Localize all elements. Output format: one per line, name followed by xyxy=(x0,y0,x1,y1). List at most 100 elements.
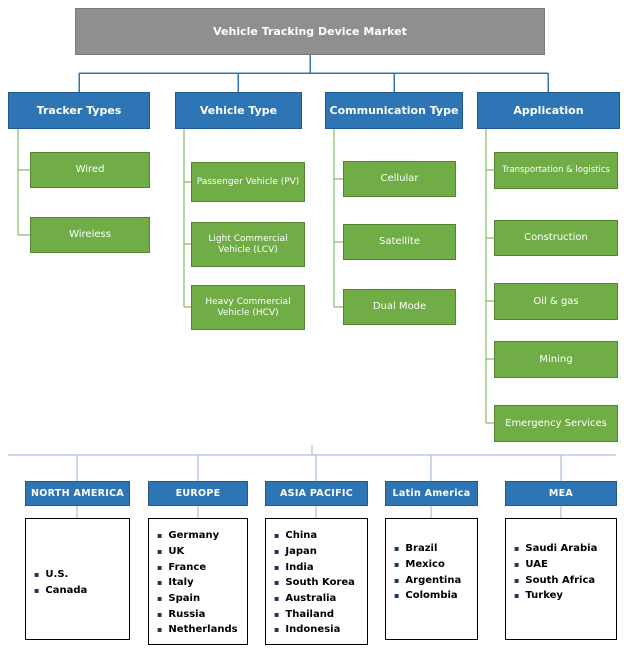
segment-item-passenger-vehicle: Passenger Vehicle (PV) xyxy=(191,162,305,202)
country-label: Canada xyxy=(45,585,88,597)
segment-item-transportation-logistics: Transportation & logistics xyxy=(494,152,618,189)
country-item: ▪ Australia xyxy=(266,591,367,607)
bullet-icon: ▪ xyxy=(34,570,40,580)
country-item: ▪ Colombia xyxy=(386,588,477,604)
segment-item-cellular: Cellular xyxy=(343,161,456,197)
country-item: ▪ Saudi Arabia xyxy=(506,541,616,557)
segment-item-oil-gas: Oil & gas xyxy=(494,283,618,320)
region-bracket-connectors xyxy=(8,445,616,518)
country-label: Turkey xyxy=(525,590,563,602)
country-label: Brazil xyxy=(405,543,438,555)
country-label: Australia xyxy=(285,593,337,605)
country-label: Italy xyxy=(168,577,194,589)
bullet-icon: ▪ xyxy=(394,544,400,554)
bullet-icon: ▪ xyxy=(157,594,163,604)
bullet-icon: ▪ xyxy=(514,544,520,554)
bullet-icon: ▪ xyxy=(157,562,163,572)
region-countries-north-america: ▪ U.S. ▪ Canada xyxy=(25,518,130,640)
country-item: ▪ Germany xyxy=(149,528,247,544)
country-item: ▪ UK xyxy=(149,544,247,560)
segment-header-tracker-types: Tracker Types xyxy=(8,92,150,129)
country-label: Japan xyxy=(285,546,317,558)
country-label: Colombia xyxy=(405,590,458,602)
country-label: South Korea xyxy=(285,577,355,589)
segment-item-dual-mode: Dual Mode xyxy=(343,289,456,325)
country-label: Spain xyxy=(168,593,201,605)
country-label: Argentina xyxy=(405,574,462,586)
country-item: ▪ Turkey xyxy=(506,588,616,604)
region-header-europe: EUROPE xyxy=(148,481,248,506)
bullet-icon: ▪ xyxy=(274,594,280,604)
bullet-icon: ▪ xyxy=(34,586,40,596)
bullet-icon: ▪ xyxy=(157,578,163,588)
root-tree-connectors xyxy=(78,55,549,92)
bullet-icon: ▪ xyxy=(514,591,520,601)
segment-item-emergency-services: Emergency Services xyxy=(494,405,618,442)
bullet-icon: ▪ xyxy=(274,578,280,588)
country-label: UAE xyxy=(525,559,548,571)
country-item: ▪Netherlands xyxy=(149,622,247,638)
region-header-north-america: NORTH AMERICA xyxy=(25,481,130,506)
bullet-icon: ▪ xyxy=(394,591,400,601)
segment-item-wired: Wired xyxy=(30,152,150,188)
country-item: ▪ Italy xyxy=(149,575,247,591)
country-item: ▪ South Africa xyxy=(506,572,616,588)
bullet-icon: ▪ xyxy=(394,575,400,585)
country-label: Russia xyxy=(168,608,206,620)
country-item: ▪ Mexico xyxy=(386,557,477,573)
country-item: ▪ UAE xyxy=(506,557,616,573)
segment-header-application: Application xyxy=(477,92,620,129)
country-item: ▪ Argentina xyxy=(386,572,477,588)
country-label: U.S. xyxy=(45,569,69,581)
country-item: ▪ Indonesia xyxy=(266,622,367,638)
country-item: ▪ India xyxy=(266,559,367,575)
region-countries-europe: ▪ Germany ▪ UK ▪ France ▪ Italy ▪ Spain ▪ Russia ▪Ne… xyxy=(148,518,248,645)
country-item: ▪ France xyxy=(149,559,247,575)
bullet-icon: ▪ xyxy=(157,609,163,619)
bullet-icon: ▪ xyxy=(514,575,520,585)
country-label: Germany xyxy=(168,530,220,542)
segment-header-vehicle-type: Vehicle Type xyxy=(175,92,302,129)
country-item: ▪ South Korea xyxy=(266,575,367,591)
bullet-icon: ▪ xyxy=(274,562,280,572)
segment-header-communication-type: Communication Type xyxy=(325,92,463,129)
country-label: Mexico xyxy=(405,559,445,571)
bullet-icon: ▪ xyxy=(514,560,520,570)
segment-item-construction: Construction xyxy=(494,220,618,256)
country-item: ▪ Japan xyxy=(266,544,367,560)
country-label: China xyxy=(285,530,318,542)
country-label: UK xyxy=(168,546,185,558)
segment-item-mining: Mining xyxy=(494,341,618,378)
bullet-icon: ▪ xyxy=(274,609,280,619)
country-item: ▪ Spain xyxy=(149,591,247,607)
bullet-icon: ▪ xyxy=(274,547,280,557)
bullet-icon: ▪ xyxy=(274,625,280,635)
region-countries-asia-pacific: ▪ China ▪ Japan ▪ India ▪ South Korea ▪ Australia… xyxy=(265,518,368,645)
country-label: India xyxy=(285,561,314,573)
country-item: ▪ Thailand xyxy=(266,606,367,622)
country-label: France xyxy=(168,561,207,573)
segment-item-wireless: Wireless xyxy=(30,217,150,253)
country-item: ▪ Canada xyxy=(26,583,129,599)
bullet-icon: ▪ xyxy=(157,625,163,635)
region-countries-mea: ▪ Saudi Arabia ▪ UAE ▪ South Africa ▪ Turkey xyxy=(505,518,617,640)
region-header-mea: MEA xyxy=(505,481,617,506)
country-item: ▪ Brazil xyxy=(386,541,477,557)
bullet-icon: ▪ xyxy=(274,531,280,541)
segment-item-satellite: Satellite xyxy=(343,224,456,260)
region-header-asia-pacific: ASIA PACIFIC xyxy=(265,481,368,506)
region-countries-latin-america: ▪ Brazil ▪ Mexico ▪ Argentina ▪ Colombia xyxy=(385,518,478,640)
country-label: South Africa xyxy=(525,574,596,586)
country-label: Indonesia xyxy=(285,624,341,636)
country-item: ▪ China xyxy=(266,528,367,544)
bullet-icon: ▪ xyxy=(157,547,163,557)
country-label: Thailand xyxy=(285,608,334,620)
root-title-box: Vehicle Tracking Device Market xyxy=(75,8,545,55)
segment-item-light-commercial-vehicle: Light Commercial Vehicle (LCV) xyxy=(191,222,305,267)
bullet-icon: ▪ xyxy=(394,560,400,570)
country-label: Saudi Arabia xyxy=(525,543,598,555)
country-item: ▪ U.S. xyxy=(26,567,129,583)
bullet-icon: ▪ xyxy=(157,531,163,541)
